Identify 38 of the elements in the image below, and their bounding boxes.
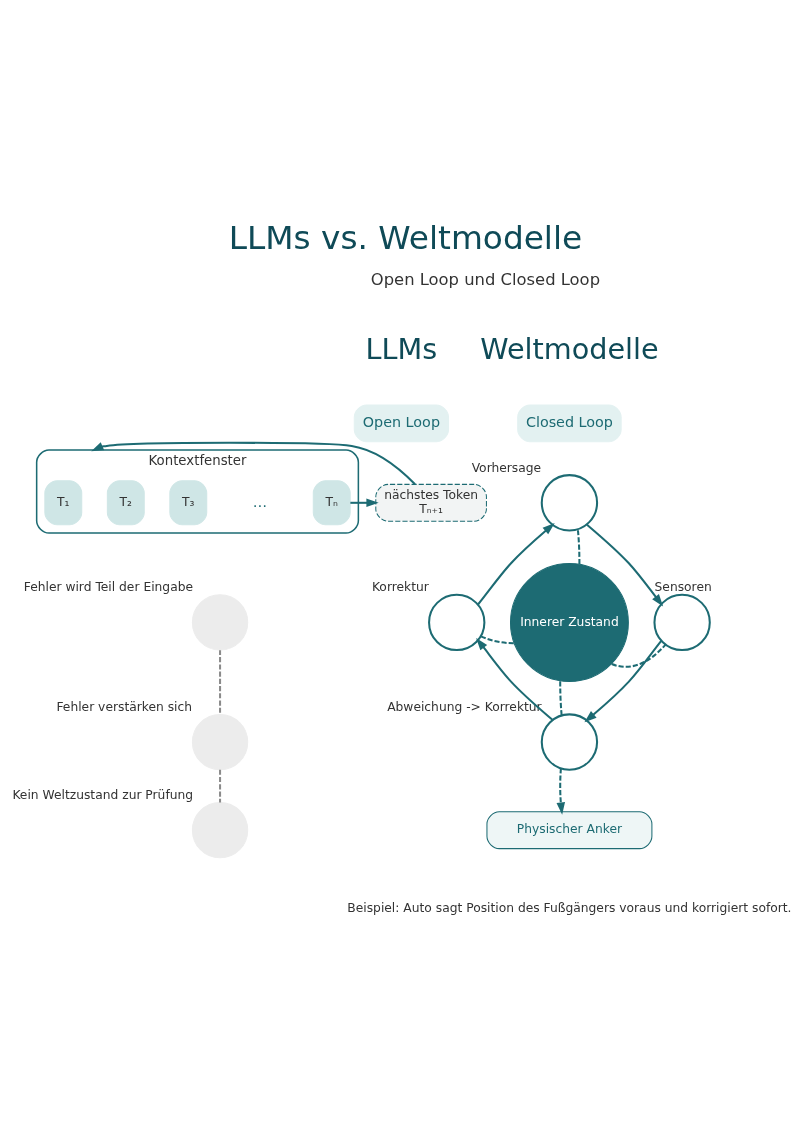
- label: Weltmodelle: [479, 331, 659, 366]
- node-box: Open Loop: [353, 403, 449, 442]
- node-box: Physischer Anker: [485, 810, 652, 849]
- label: Open Loop und Closed Loop: [370, 269, 600, 289]
- node-box: Tₙ: [312, 479, 351, 525]
- arrow: [475, 637, 553, 721]
- node-label: Sensoren: [654, 579, 712, 594]
- arrow: [556, 767, 565, 815]
- node-box: Closed Loop: [516, 403, 622, 442]
- label: LLMs: [365, 331, 437, 366]
- node-box: nächstes Token Tₙ₊₁: [374, 483, 487, 522]
- node-circle: [191, 593, 248, 651]
- label: …: [252, 493, 267, 510]
- connector: [558, 680, 563, 715]
- node-label: Kein Weltzustand zur Prüfung: [11, 787, 193, 802]
- arrow: [476, 522, 555, 605]
- node-box: T₁: [43, 479, 82, 525]
- connector: [218, 769, 221, 802]
- node-label: Fehler wird Teil der Eingabe: [23, 579, 193, 594]
- node-circle: Innerer Zustand: [509, 562, 629, 682]
- node-circle: [191, 713, 248, 770]
- node-label: Korrektur: [371, 579, 429, 594]
- node-box: T₃: [168, 479, 207, 525]
- connector: [610, 643, 666, 668]
- arrow: [583, 639, 662, 722]
- node-box: T₂: [106, 479, 145, 525]
- node-label: Fehler verstärken sich: [55, 699, 192, 714]
- arrow: [349, 498, 379, 507]
- arrow: [90, 441, 416, 485]
- node-circle: [540, 473, 598, 531]
- label: Beispiel: Auto sagt Position des Fußgängers voraus und korrigiert sofort.: [346, 900, 792, 915]
- diagram-title: LLMs vs. Weltmodelle: [228, 218, 582, 257]
- node-circle: [191, 801, 248, 858]
- connector: [576, 528, 580, 564]
- node-label: Vorhersage: [471, 460, 541, 475]
- connector: [218, 649, 221, 714]
- arrow: [585, 523, 663, 606]
- connector: [480, 634, 514, 644]
